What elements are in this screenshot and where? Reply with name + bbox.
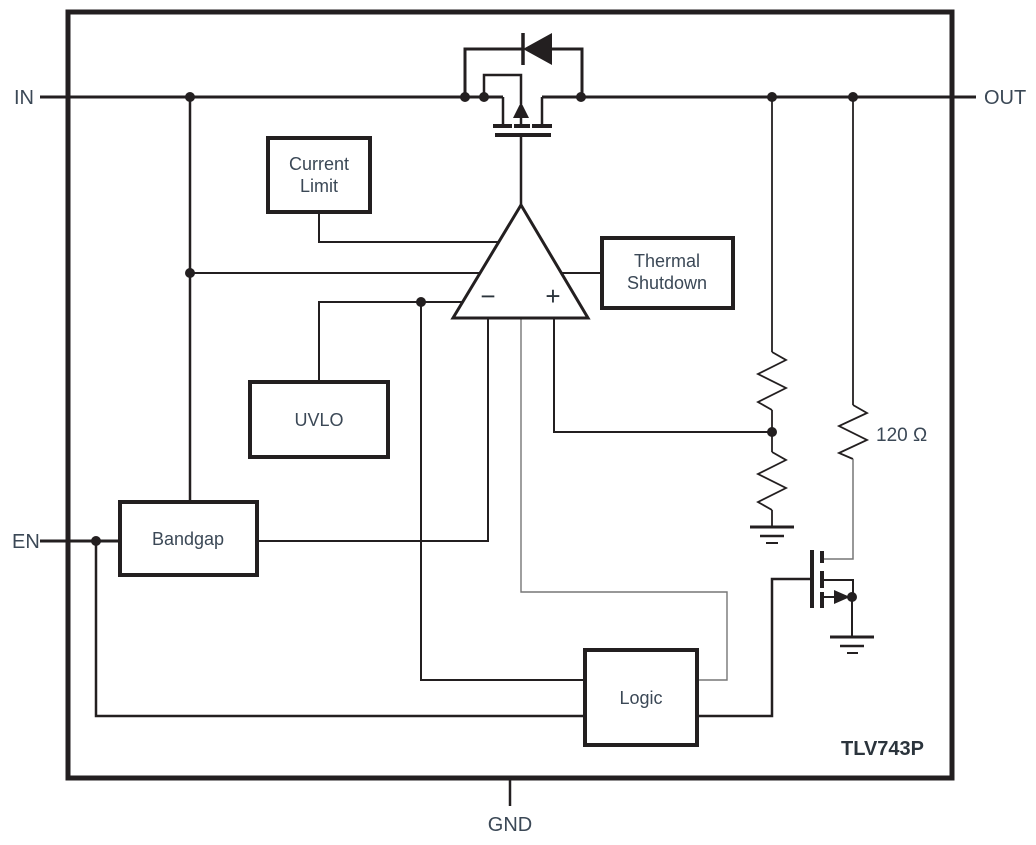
diode-triangle — [523, 33, 552, 65]
uvlo-label: UVLO — [294, 410, 343, 430]
junction-dot — [848, 92, 858, 102]
wire-bandgap-to-amp-minus — [257, 318, 489, 542]
junction-dot — [479, 92, 489, 102]
amp-plus-sign: + — [545, 281, 560, 311]
body-diode — [463, 33, 584, 97]
discharge-body-lead — [824, 579, 854, 594]
junction-dot — [185, 92, 195, 102]
discharge-transistor — [810, 550, 874, 654]
r120-resistor — [836, 404, 870, 460]
wire-uvlo-to-logic — [420, 302, 585, 681]
junction-dot — [460, 92, 470, 102]
error-amplifier: − + — [450, 202, 591, 320]
current-limit-label-2: Limit — [300, 176, 338, 196]
logic-block — [583, 648, 699, 747]
en-pin-label: EN — [12, 531, 40, 553]
wire-current-limit-to-amp — [318, 212, 500, 243]
pin-labels: IN OUT EN GND — [12, 87, 1026, 836]
junction-dot — [767, 427, 777, 437]
bandgap-label: Bandgap — [152, 529, 224, 549]
current-limit-label-1: Current — [289, 154, 349, 174]
junction-dot — [185, 268, 195, 278]
wire-en-to-logic — [94, 541, 585, 718]
output-discharge-resistor: 120 Ω — [824, 97, 927, 560]
junction-dot — [91, 536, 101, 546]
junction-dot — [767, 92, 777, 102]
feedback-divider — [750, 97, 794, 544]
junction-dot — [576, 92, 586, 102]
function-blocks: Current Limit Thermal Shutdown UVLO Band… — [118, 136, 735, 747]
r120-value-label: 120 Ω — [876, 425, 927, 446]
thermal-shutdown-label-1: Thermal — [634, 251, 700, 271]
out-pin-label: OUT — [984, 87, 1026, 109]
junction-dots — [91, 92, 858, 602]
feedback-resistor-bottom — [755, 451, 789, 511]
wires — [40, 95, 976, 806]
thermal-shutdown-block — [600, 236, 735, 310]
wire-amp-to-logic-thin — [520, 318, 728, 681]
amplifier-triangle — [450, 202, 591, 320]
pass-transistor — [482, 73, 552, 206]
diode-right-lead — [552, 47, 584, 97]
in-pin-label: IN — [14, 87, 34, 109]
wire-uvlo-to-amp — [318, 301, 463, 382]
ground-symbol-divider — [750, 525, 794, 544]
gnd-pin-label: GND — [488, 814, 532, 836]
wire-feedback-to-amp-plus — [553, 318, 772, 433]
pass-body-lead — [482, 73, 523, 104]
current-limit-block — [266, 136, 372, 214]
uvlo-block — [248, 380, 390, 459]
wire-logic-to-gate — [697, 577, 812, 718]
part-number-label: TLV743P — [841, 738, 924, 760]
junction-dot — [416, 297, 426, 307]
diode-left-lead — [463, 47, 523, 97]
bandgap-block — [118, 500, 259, 577]
r120-bottom-lead — [824, 459, 854, 560]
amp-minus-sign: − — [480, 281, 495, 311]
thermal-shutdown-label-2: Shutdown — [627, 273, 707, 293]
junction-dot — [847, 592, 857, 602]
logic-label: Logic — [619, 688, 662, 708]
ground-symbol-discharge — [830, 635, 874, 654]
feedback-resistor-top — [755, 351, 789, 411]
discharge-source-arrow — [834, 590, 850, 604]
pass-body-arrow — [513, 102, 529, 118]
